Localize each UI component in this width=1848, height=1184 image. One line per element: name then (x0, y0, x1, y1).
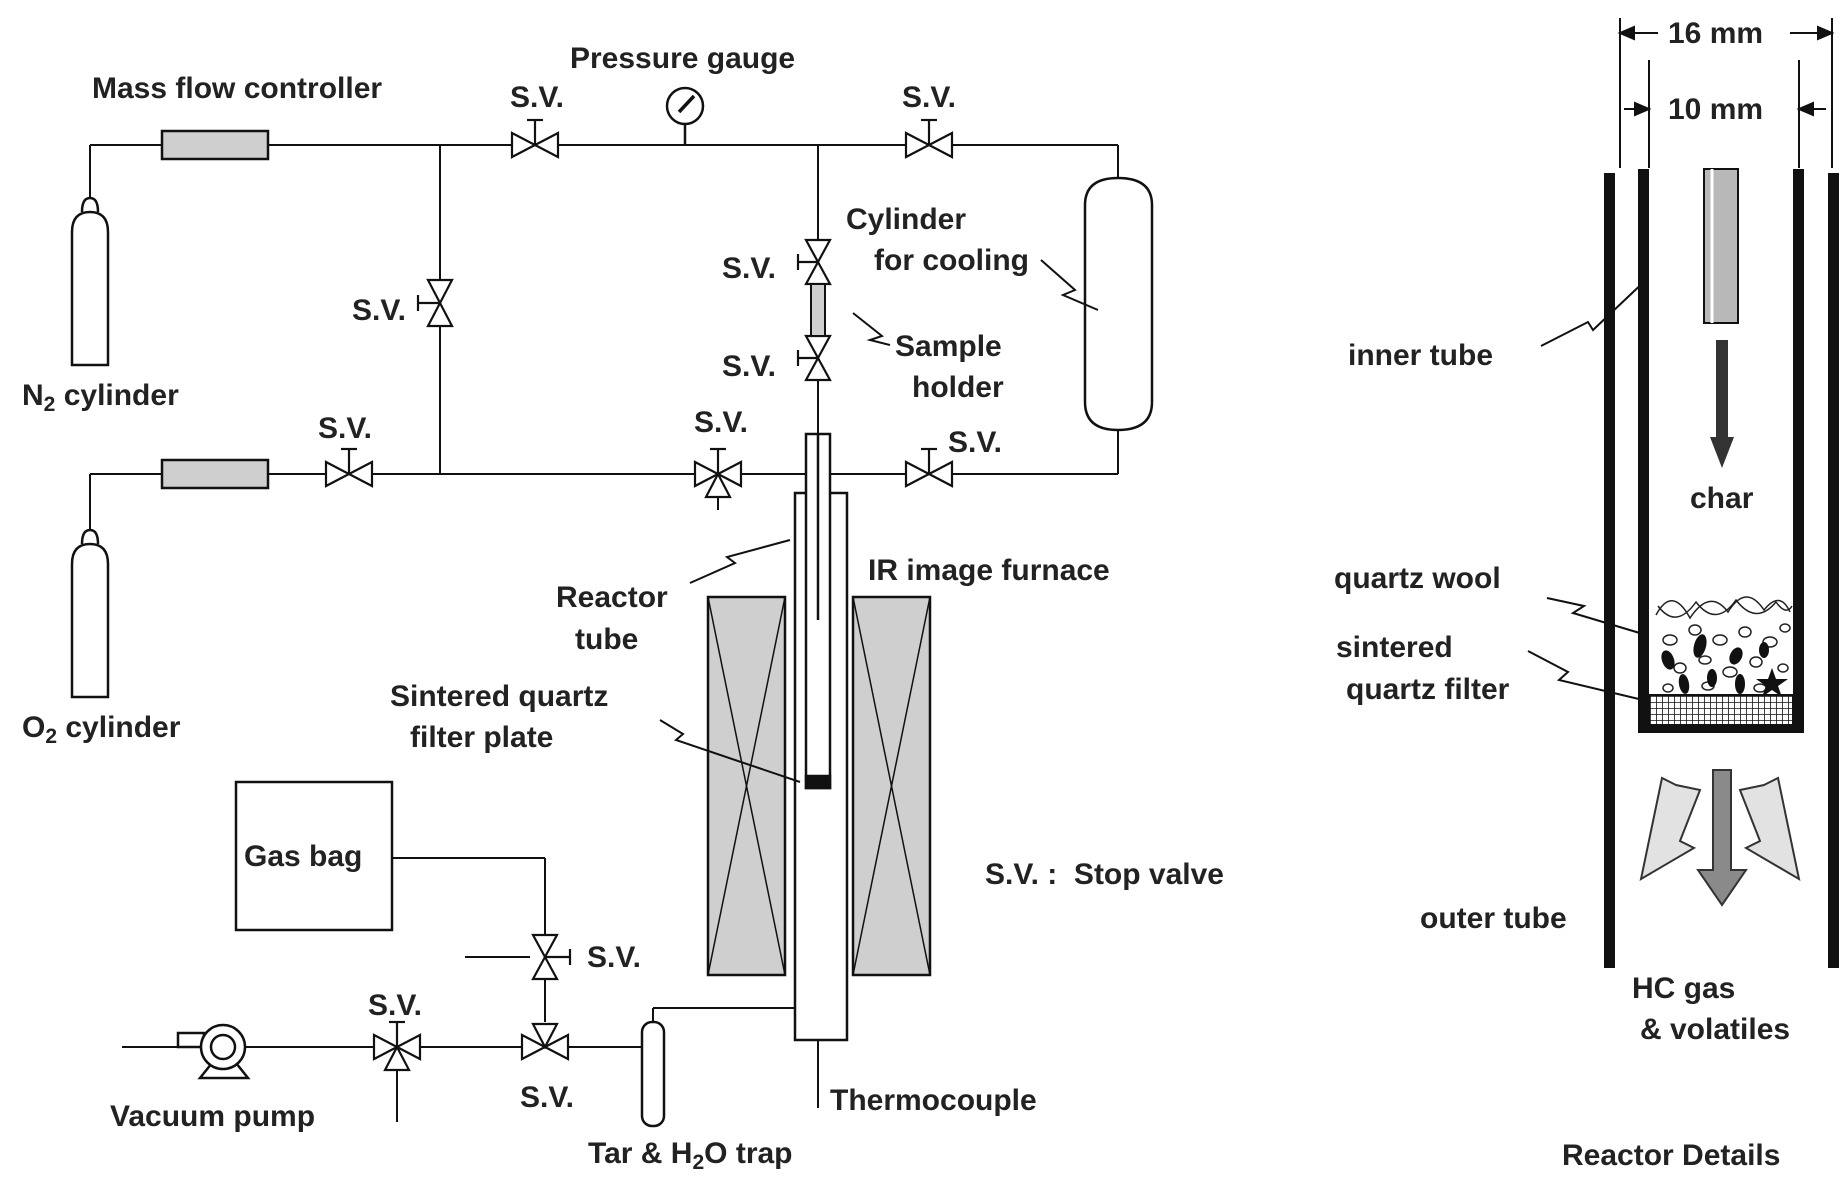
sv-label-vacuum-left: S.V. (368, 989, 422, 1022)
gas-arrow-left (1639, 776, 1702, 881)
sv-label-o2-line: S.V. (318, 412, 372, 445)
sample-holder (810, 283, 826, 337)
sv-label-cooling-return: S.V. (948, 426, 1002, 459)
thermocouple-label: Thermocouple (830, 1084, 1037, 1117)
stop-valve-sample-bottom (796, 334, 832, 382)
sintered-label-1: sintered (1336, 631, 1453, 664)
filter-plate-label-2: filter plate (410, 721, 553, 754)
pressure-gauge-label: Pressure gauge (570, 42, 795, 75)
stop-valve-vacuum-right (520, 1022, 570, 1061)
sv-label-gas-bag: S.V. (587, 941, 641, 974)
reactor-details-title: Reactor Details (1562, 1139, 1780, 1172)
stop-valve-cooling-return (904, 447, 954, 488)
pressure-gauge (665, 86, 705, 145)
sv-label-top-right: S.V. (902, 81, 956, 114)
tar-h2o-trap (640, 1020, 666, 1128)
reactor-tube-label-2: tube (575, 623, 638, 656)
hc-gas-label-1: HC gas (1632, 972, 1735, 1005)
outer-tube-label: outer tube (1420, 902, 1567, 935)
stop-valve-legend: S.V. : Stop valve (985, 858, 1224, 891)
mass-flow-controller-n2 (160, 129, 270, 161)
n2-cylinder-label: N2 cylinder (22, 379, 179, 416)
stop-valve-crossover (416, 278, 454, 328)
cooling-cylinder-label-2: for cooling (874, 244, 1029, 277)
inner-tube-right-wall (1793, 169, 1804, 733)
char-label: char (1690, 482, 1754, 515)
inner-dimension-label: 10 mm (1668, 93, 1763, 126)
sv-label-sample-top: S.V. (722, 252, 776, 285)
quartz-wool (1655, 596, 1793, 693)
sample-holder-label-1: Sample (895, 330, 1002, 363)
filter-plate-label-1: Sintered quartz (390, 680, 608, 713)
stop-valve-top-right (904, 118, 954, 159)
reactor-tube (793, 432, 849, 1042)
o2-cylinder (70, 528, 110, 699)
gas-flow-arrows (1639, 769, 1801, 907)
o2-cylinder-label: O2 cylinder (22, 711, 181, 748)
sample-holder-label-2: holder (912, 371, 1004, 404)
hc-gas-label-2: & volatiles (1640, 1013, 1790, 1046)
mass-flow-controller-label: Mass flow controller (92, 72, 382, 105)
cooling-cylinder (1083, 176, 1154, 432)
sintered-quartz-filter (1648, 694, 1794, 726)
inner-tube-label: inner tube (1348, 339, 1493, 372)
stop-valve-sample-top (796, 238, 832, 286)
tar-trap-label: Tar & H2O trap (588, 1137, 793, 1174)
vacuum-pump-label: Vacuum pump (110, 1100, 315, 1133)
sv-label-three-way: S.V. (694, 406, 748, 439)
ir-furnace (706, 595, 932, 977)
sv-label-crossover: S.V. (352, 294, 406, 327)
ir-furnace-label: IR image furnace (868, 554, 1110, 587)
inner-tube-left-wall (1638, 169, 1649, 733)
quartz-wool-label: quartz wool (1334, 562, 1501, 595)
stop-valve-vacuum-left (372, 1020, 422, 1072)
stop-valve-o2-line (324, 447, 374, 488)
outer-dimension-label: 16 mm (1668, 17, 1763, 50)
vacuum-pump (176, 1023, 251, 1080)
reactor-tube-label-1: Reactor (556, 581, 668, 614)
outer-tube-right-wall (1828, 173, 1839, 968)
gas-arrow-center (1696, 769, 1748, 907)
cooling-cylinder-label-1: Cylinder (846, 203, 966, 236)
stop-valve-top-left (510, 118, 560, 159)
sv-label-sample-bottom: S.V. (722, 350, 776, 383)
mass-flow-controller-o2 (160, 458, 270, 490)
char-arrow (1710, 340, 1734, 468)
outer-tube-left-wall (1604, 173, 1615, 968)
feed-tube (1703, 168, 1739, 324)
sv-label-vacuum-right: S.V. (520, 1081, 574, 1114)
sintered-label-2: quartz filter (1346, 673, 1510, 706)
leader-lines (659, 259, 1649, 783)
three-way-valve (693, 447, 743, 499)
stop-valve-gas-bag (531, 933, 572, 981)
char-particles (1661, 634, 1788, 697)
reactor-details (1604, 18, 1839, 968)
gas-bag-label: Gas bag (244, 840, 362, 873)
gas-bag (234, 780, 394, 932)
sv-label-top-left: S.V. (510, 81, 564, 114)
gas-arrow-right (1738, 776, 1801, 881)
dimension-markers (1617, 18, 1835, 168)
n2-cylinder (70, 196, 110, 367)
